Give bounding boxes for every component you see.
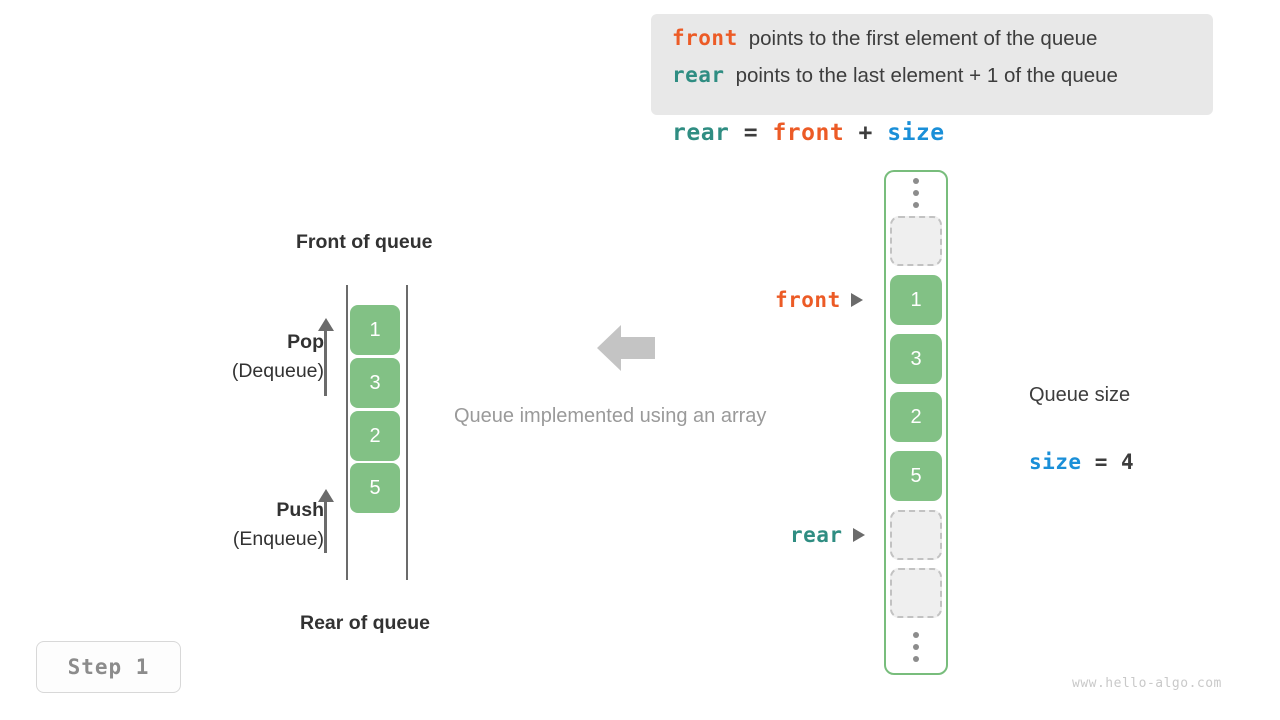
array-slot-empty xyxy=(890,216,942,266)
array-container xyxy=(884,170,948,675)
left-arrow-icon xyxy=(597,325,655,371)
legend-line-front: front points to the first element of the… xyxy=(672,26,1193,63)
front-pointer: front xyxy=(775,288,863,312)
queue-cell: 5 xyxy=(350,463,400,513)
legend-box: front points to the first element of the… xyxy=(651,14,1213,115)
size-value: 4 xyxy=(1121,450,1135,474)
rear-pointer-label: rear xyxy=(790,523,843,547)
push-arrow-shaft xyxy=(324,500,327,553)
array-slot-empty xyxy=(890,510,942,560)
queue-size-expression: size = 4 xyxy=(1029,446,1134,478)
legend-text-front: points to the first element of the queue xyxy=(748,27,1098,50)
watermark: www.hello-algo.com xyxy=(1072,676,1222,691)
array-slot-empty xyxy=(890,568,942,618)
array-ellipsis-bottom-icon xyxy=(909,632,923,662)
legend-keyword-rear: rear xyxy=(672,63,725,87)
queue-cell: 3 xyxy=(350,358,400,408)
queue-rail-left xyxy=(346,285,348,580)
size-equals: = xyxy=(1081,450,1122,474)
front-of-queue-label: Front of queue xyxy=(296,231,433,253)
formula-operand-size: size xyxy=(887,120,945,146)
dot xyxy=(913,190,919,196)
pop-subtitle: (Dequeue) xyxy=(231,360,324,382)
dot xyxy=(913,178,919,184)
pop-operation-label: Pop (Dequeue) xyxy=(174,328,324,386)
legend-keyword-front: front xyxy=(672,26,738,50)
push-subtitle: (Enqueue) xyxy=(232,528,324,550)
formula-plus: + xyxy=(844,120,888,146)
rear-of-queue-label: Rear of queue xyxy=(300,612,431,634)
front-pointer-arrow-icon xyxy=(850,293,863,307)
pop-arrow-shaft xyxy=(324,329,327,396)
queue-size-block: Queue size size = 4 xyxy=(1029,344,1134,496)
formula-rear-equals-front-plus-size: rear = front + size xyxy=(672,120,945,146)
front-pointer-label: front xyxy=(775,288,841,312)
center-caption: Queue implemented using an array xyxy=(454,405,767,427)
queue-rail-right xyxy=(406,285,408,580)
queue-cell: 1 xyxy=(350,305,400,355)
size-variable: size xyxy=(1029,450,1082,474)
dot xyxy=(913,632,919,638)
array-slot-filled: 1 xyxy=(890,275,942,325)
queue-cell: 2 xyxy=(350,411,400,461)
formula-operand-front: front xyxy=(772,120,845,146)
legend-text-rear: points to the last element + 1 of the qu… xyxy=(735,64,1118,87)
array-slot-filled: 3 xyxy=(890,334,942,384)
pop-title: Pop xyxy=(287,331,324,353)
dot xyxy=(913,202,919,208)
array-slot-filled: 5 xyxy=(890,451,942,501)
formula-lhs: rear xyxy=(672,120,730,146)
formula-equals: = xyxy=(729,120,773,146)
rear-pointer-arrow-icon xyxy=(852,528,865,542)
push-arrow-up-icon xyxy=(318,489,334,553)
legend-line-rear: rear points to the last element + 1 of t… xyxy=(672,63,1193,100)
dot xyxy=(913,644,919,650)
array-slot-filled: 2 xyxy=(890,392,942,442)
pop-arrow-head xyxy=(318,318,334,331)
rear-pointer: rear xyxy=(790,523,865,547)
dot xyxy=(913,656,919,662)
array-ellipsis-top-icon xyxy=(909,178,923,208)
step-badge: Step 1 xyxy=(36,641,181,693)
push-arrow-head xyxy=(318,489,334,502)
pop-arrow-up-icon xyxy=(318,318,334,396)
push-operation-label: Push (Enqueue) xyxy=(174,496,324,554)
push-title: Push xyxy=(276,499,324,521)
queue-size-title: Queue size xyxy=(1029,384,1131,406)
